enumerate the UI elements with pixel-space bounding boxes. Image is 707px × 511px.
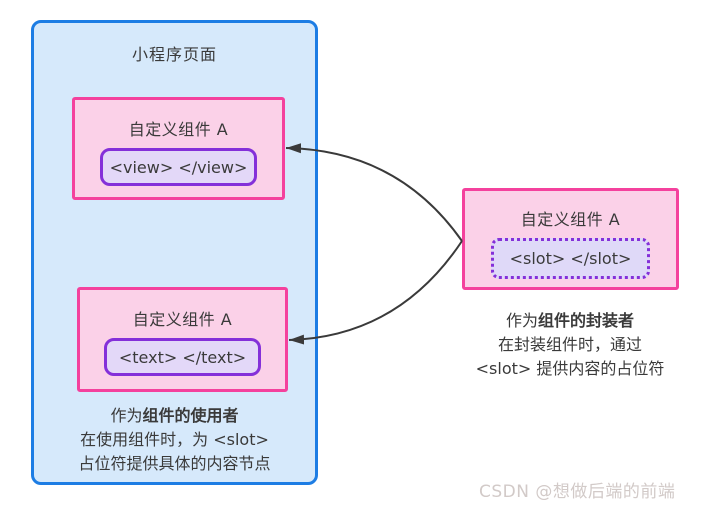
component-user-caption-line3: 占位符提供具体的内容节点 xyxy=(78,454,271,473)
component-encapsulator-caption-line3: <slot> 提供内容的占位符 xyxy=(475,359,665,378)
component-a-view-box: 自定义组件 A <view> </view> xyxy=(72,97,285,200)
component-a-text-box: 自定义组件 A <text> </text> xyxy=(77,287,288,392)
component-user-caption-bold: 组件的使用者 xyxy=(142,406,239,425)
component-a-slot-label: 自定义组件 A xyxy=(520,210,621,229)
csdn-watermark: CSDN @想做后端的前端 xyxy=(479,482,676,502)
component-user-caption-line2: 在使用组件时，为 <slot> xyxy=(80,430,269,449)
slot-tag-box: <slot> </slot> xyxy=(491,238,650,279)
text-tag-box: <text> </text> xyxy=(104,338,261,376)
component-a-slot-box: 自定义组件 A <slot> </slot> xyxy=(462,188,679,290)
component-user-caption-prefix: 作为 xyxy=(110,406,143,425)
component-encapsulator-caption-bold: 组件的封装者 xyxy=(538,311,635,330)
view-tag-box: <view> </view> xyxy=(100,148,257,186)
component-encapsulator-caption-line2: 在封装组件时，通过 xyxy=(497,335,642,354)
component-encapsulator-caption-prefix: 作为 xyxy=(505,311,538,330)
component-encapsulator-caption-line1: 作为组件的封装者 xyxy=(447,309,693,333)
component-encapsulator-caption: 作为组件的封装者 在封装组件时，通过 <slot> 提供内容的占位符 xyxy=(447,309,693,381)
component-a-view-label: 自定义组件 A xyxy=(128,120,229,139)
mini-program-page-title: 小程序页面 xyxy=(131,45,217,64)
component-a-text-label: 自定义组件 A xyxy=(132,310,233,329)
component-user-caption: 作为组件的使用者 在使用组件时，为 <slot> 占位符提供具体的内容节点 xyxy=(31,404,318,476)
component-user-caption-line1: 作为组件的使用者 xyxy=(31,404,318,428)
